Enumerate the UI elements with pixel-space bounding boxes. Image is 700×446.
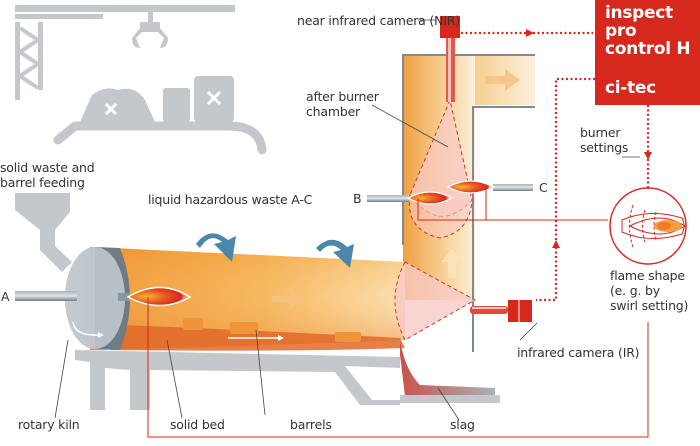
- barrel-in-kiln: [230, 322, 258, 334]
- burner-lance-a: [15, 291, 77, 301]
- barrel-in-kiln: [183, 318, 203, 330]
- brand-product-name: inspect pro control H: [605, 3, 691, 59]
- label-barrels: barrels: [290, 417, 332, 432]
- leader-lines: [54, 19, 640, 421]
- label-liquid-hazardous-waste: liquid hazardous waste A-C: [148, 192, 313, 207]
- barrel-in-kiln: [335, 332, 361, 342]
- burner-lance-b: [367, 195, 409, 202]
- flame-b: [406, 191, 454, 205]
- flame-shape-inset: [609, 187, 687, 265]
- kiln-stand: [75, 350, 500, 410]
- after-burner-chamber: [402, 54, 535, 352]
- nir-camera: [440, 16, 460, 102]
- flow-arrow-exit: [485, 69, 520, 91]
- label-burner-settings: burner settings: [580, 125, 629, 155]
- ir-camera: [470, 300, 532, 322]
- flow-arrow-kiln: [272, 289, 304, 309]
- brand-company-logo: ci-tec: [605, 78, 656, 98]
- label-rotary-kiln: rotary kiln: [18, 417, 80, 432]
- hopper: [15, 193, 72, 272]
- waste-pile: [80, 88, 155, 122]
- label-nir-camera: near infrared camera (NIR): [297, 13, 460, 28]
- label-after-burner-chamber: after burner chamber: [306, 89, 379, 119]
- rotation-arrows: [196, 233, 354, 268]
- label-solid-bed: solid bed: [170, 417, 225, 432]
- rotary-kiln: [65, 247, 477, 351]
- signal-lines: [147, 29, 652, 438]
- barrels-feed: [163, 76, 234, 122]
- label-solid-waste-feeding: solid waste and barrel feeding: [0, 160, 95, 190]
- brand-box: inspect pro control H ci-tec: [595, 0, 700, 105]
- label-infrared-camera: infrared camera (IR): [517, 345, 640, 360]
- label-slag: slag: [450, 417, 475, 432]
- crane: [15, 5, 235, 100]
- label-burner-b: B: [353, 191, 362, 206]
- flow-arrow-up: [441, 248, 463, 278]
- flame-c: [446, 180, 496, 194]
- label-burner-a: A: [1, 289, 10, 304]
- label-burner-c: C: [539, 180, 548, 195]
- flame-a: [126, 286, 192, 307]
- conveyor: [53, 121, 267, 155]
- label-flame-shape: flame shape (e. g. by swirl setting): [610, 268, 689, 313]
- burner-lance-c: [493, 184, 533, 191]
- slag-chute: [400, 340, 495, 396]
